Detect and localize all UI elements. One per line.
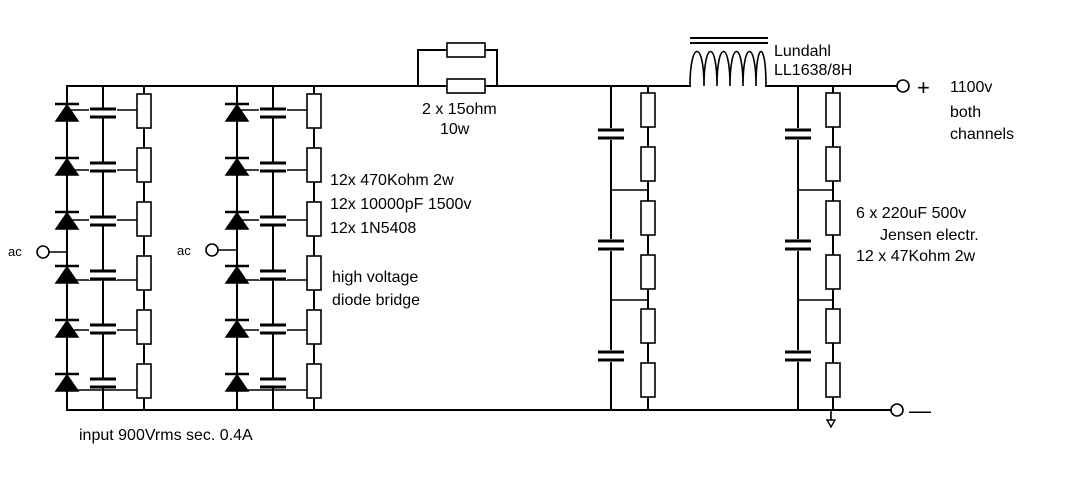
- resistor-icon: [136, 147, 152, 183]
- diode-icon: [54, 318, 80, 338]
- output-terminal-positive: [896, 79, 910, 93]
- rails: [66, 85, 897, 411]
- resistor-icon: [136, 93, 152, 129]
- capacitor-icon: [89, 269, 117, 281]
- series-resistor-pair: [417, 42, 498, 94]
- choke-label-2: LL1638/8H: [774, 62, 852, 79]
- capacitor-icon: [89, 107, 117, 119]
- output-voltage-label: 1100v: [950, 79, 992, 96]
- capacitor-icon: [259, 323, 287, 335]
- filter-stage-2: [784, 85, 841, 411]
- resistor-icon: [306, 201, 322, 237]
- diode-bridge-right: [224, 85, 322, 411]
- diode-icon: [224, 372, 250, 392]
- resistor-icon: [825, 200, 841, 236]
- resistor-icon: [136, 363, 152, 399]
- capacitor-icon: [89, 215, 117, 227]
- diode-icon: [224, 156, 250, 176]
- capacitor-icon: [259, 215, 287, 227]
- input-note-label: input 900Vrms sec. 0.4A: [79, 427, 253, 444]
- resistor-pair-label-1: 2 x 15ohm: [422, 101, 497, 118]
- resistor-icon: [136, 255, 152, 291]
- resistor-icon: [640, 308, 656, 344]
- resistor-icon: [640, 362, 656, 398]
- resistor-icon: [640, 146, 656, 182]
- ground-arrow: [825, 410, 837, 429]
- resistor-15ohm-2: [446, 78, 486, 94]
- diode-bridge-left: [54, 85, 152, 411]
- filter-parts-label-3: 12 x 47Kohm 2w: [856, 248, 976, 265]
- diode-icon: [54, 264, 80, 284]
- capacitor-icon: [259, 269, 287, 281]
- diode-icon: [224, 102, 250, 122]
- filter-parts-label-1: 6 x 220uF 500v: [856, 205, 966, 222]
- capacitor-icon: [597, 128, 625, 140]
- filter-stage-1: [597, 85, 656, 411]
- ac-label-left: ac: [8, 244, 22, 259]
- bridge-desc-label-1: high voltage: [332, 269, 418, 286]
- resistor-icon: [306, 93, 322, 129]
- choke-inductor: [689, 37, 768, 87]
- capacitor-icon: [259, 107, 287, 119]
- resistor-icon: [306, 363, 322, 399]
- ac-label-right: ac: [177, 243, 191, 258]
- output-note-label-2: channels: [950, 126, 1014, 143]
- resistor-icon: [306, 255, 322, 291]
- capacitor-icon: [597, 239, 625, 251]
- resistor-icon: [306, 147, 322, 183]
- filter-parts-label-2: Jensen electr.: [880, 227, 979, 244]
- resistor-icon: [825, 254, 841, 290]
- capacitor-icon: [89, 323, 117, 335]
- capacitor-icon: [89, 377, 117, 389]
- resistor-icon: [825, 92, 841, 128]
- minus-sign: —: [909, 398, 931, 423]
- ac-terminal-left: [36, 245, 50, 259]
- resistor-pair-label-2: 10w: [440, 121, 470, 138]
- ac-terminal-right: [205, 243, 219, 257]
- diode-icon: [224, 210, 250, 230]
- output-note-label-1: both: [950, 104, 981, 121]
- capacitor-icon: [784, 128, 812, 140]
- resistor-icon: [640, 92, 656, 128]
- capacitor-icon: [259, 161, 287, 173]
- resistor-icon: [136, 309, 152, 345]
- capacitor-icon: [89, 161, 117, 173]
- output-terminal-negative: [890, 403, 904, 417]
- choke-label-1: Lundahl: [774, 43, 831, 60]
- bridge-parts-label-3: 12x 1N5408: [330, 220, 416, 237]
- resistor-icon: [825, 362, 841, 398]
- capacitor-icon: [259, 377, 287, 389]
- resistor-15ohm-1: [446, 42, 486, 58]
- diode-icon: [54, 102, 80, 122]
- diode-icon: [224, 318, 250, 338]
- diode-icon: [224, 264, 250, 284]
- resistor-icon: [640, 254, 656, 290]
- resistor-icon: [306, 309, 322, 345]
- bridge-parts-label-1: 12x 470Kohm 2w: [330, 172, 454, 189]
- capacitor-icon: [597, 350, 625, 362]
- diode-icon: [54, 156, 80, 176]
- capacitor-icon: [784, 239, 812, 251]
- capacitor-icon: [784, 350, 812, 362]
- diode-icon: [54, 210, 80, 230]
- resistor-icon: [825, 308, 841, 344]
- plus-sign: +: [917, 75, 930, 100]
- resistor-icon: [640, 200, 656, 236]
- bridge-desc-label-2: diode bridge: [332, 292, 420, 309]
- resistor-icon: [825, 146, 841, 182]
- resistor-icon: [136, 201, 152, 237]
- bridge-parts-label-2: 12x 10000pF 1500v: [330, 196, 471, 213]
- diode-icon: [54, 372, 80, 392]
